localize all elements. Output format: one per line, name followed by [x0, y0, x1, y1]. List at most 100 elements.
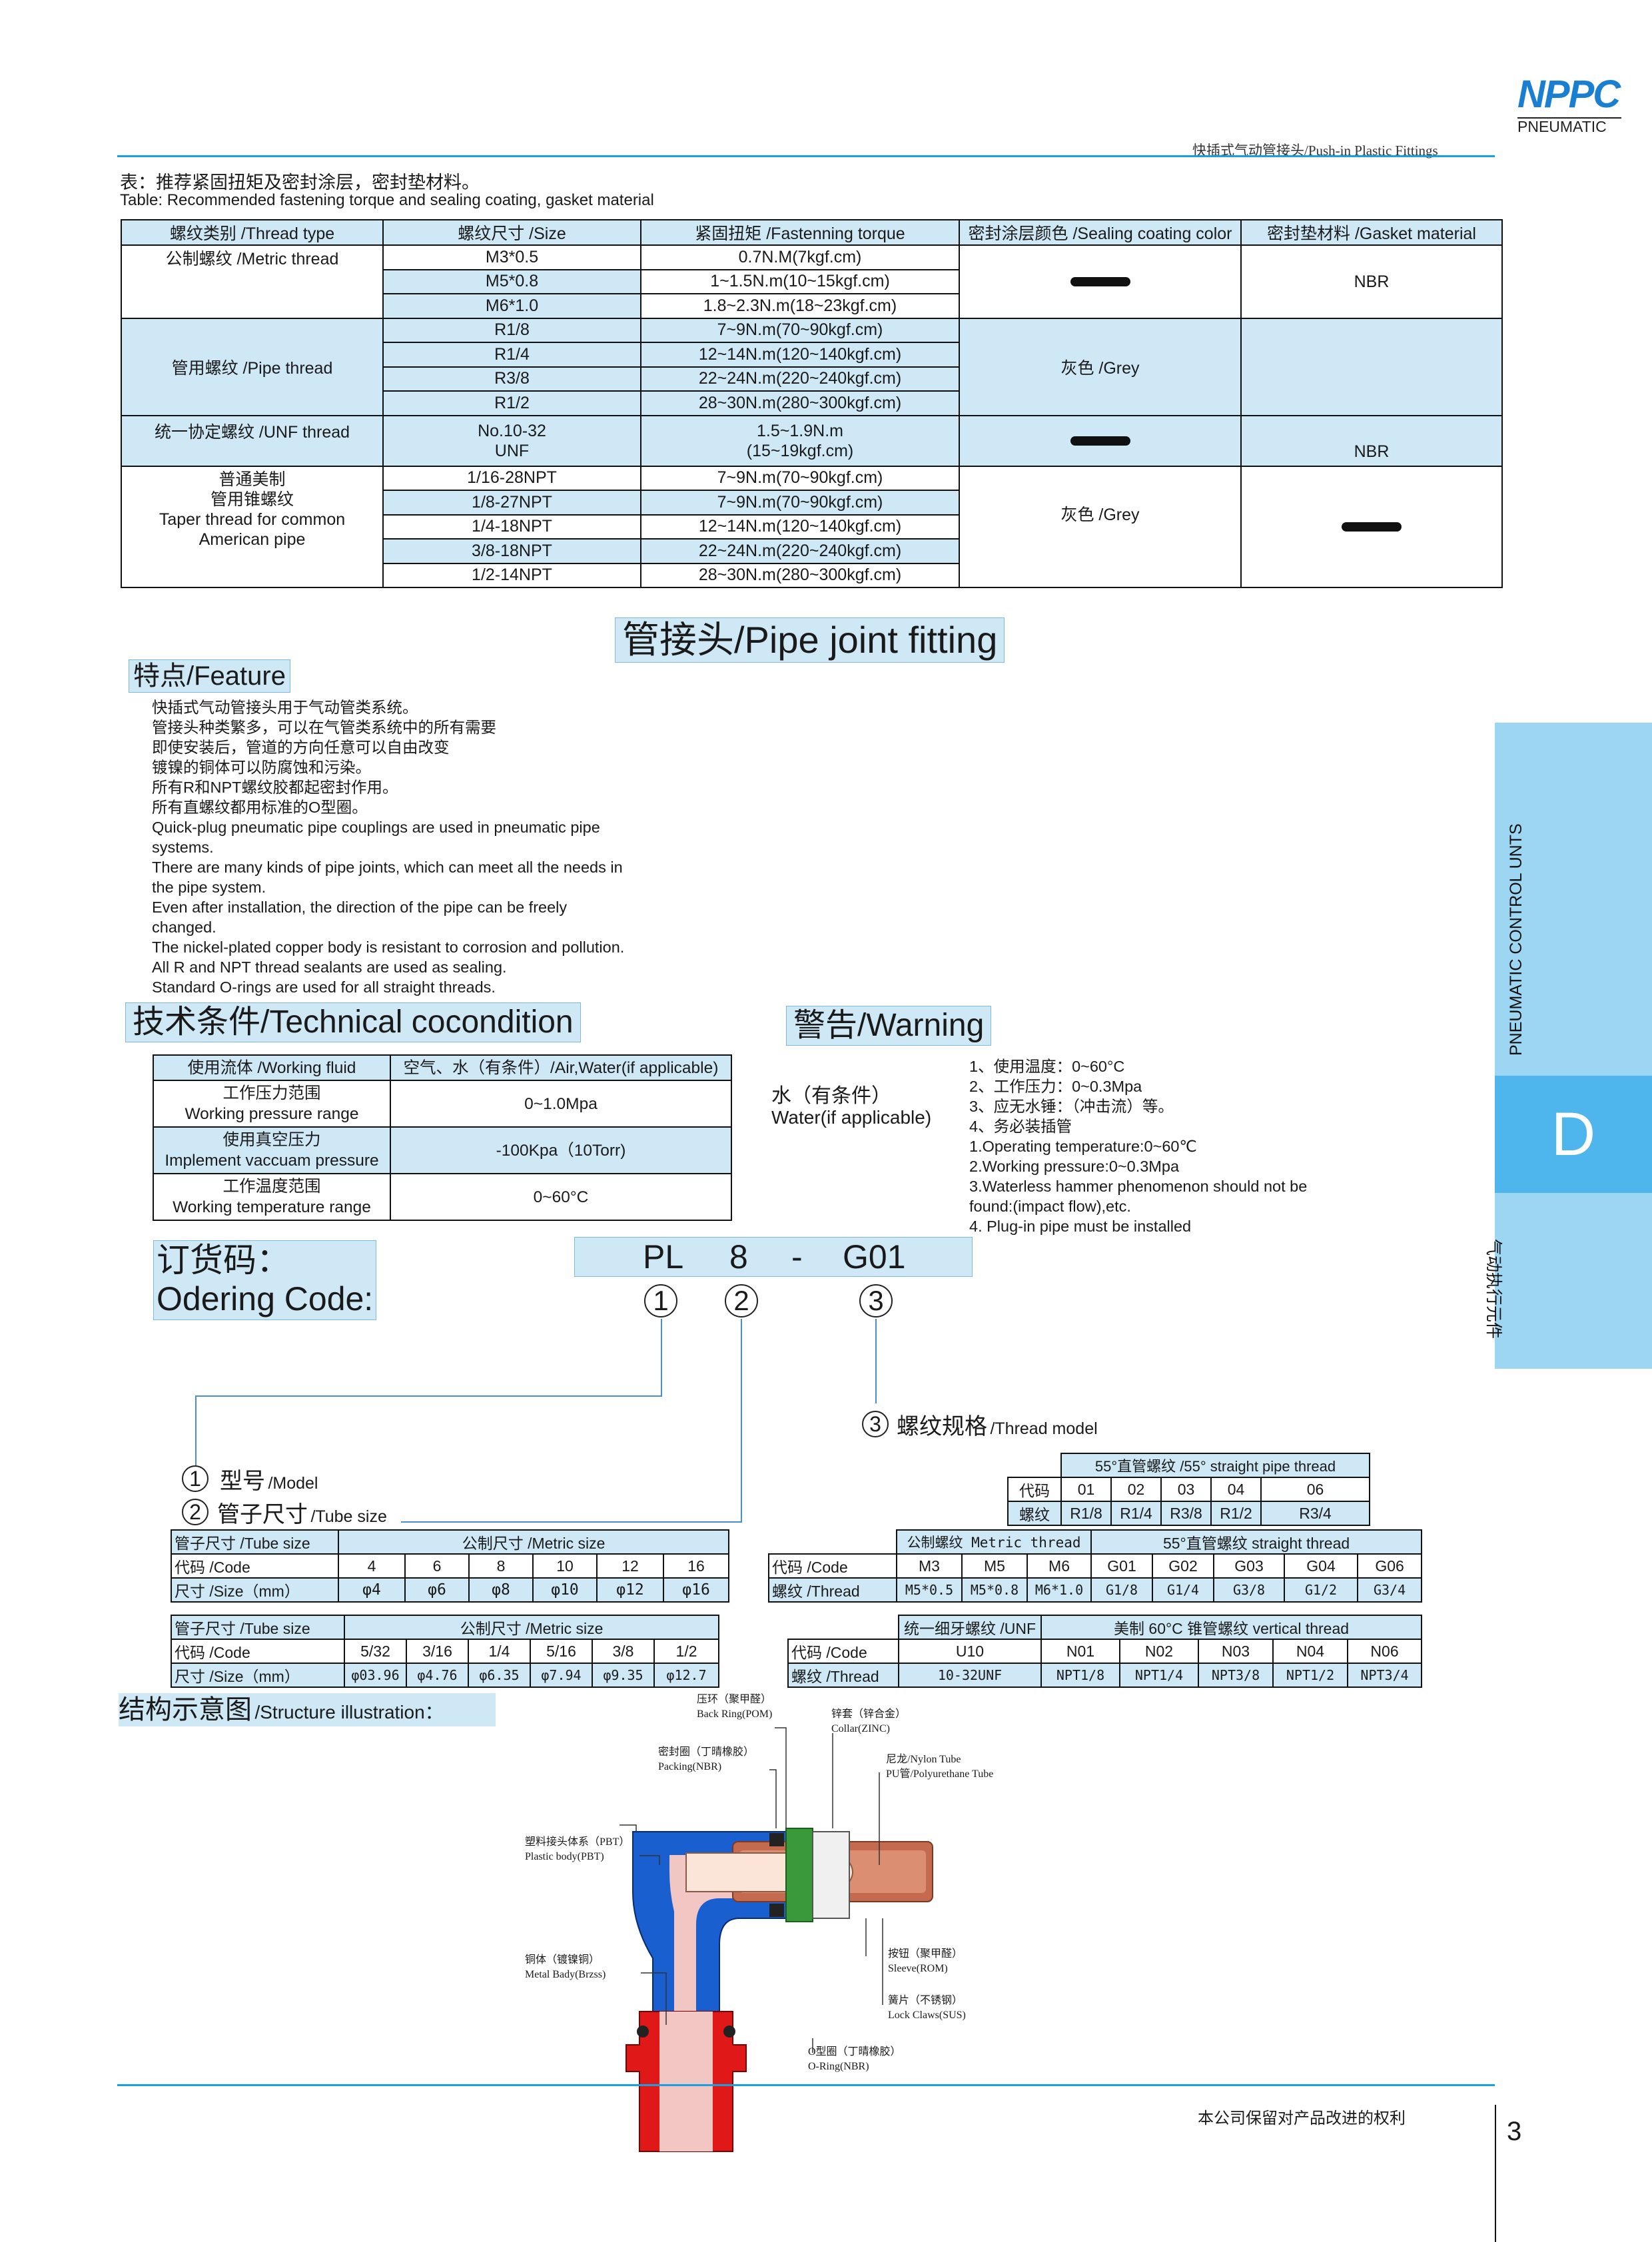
- table1-caption-en: Table: Recommended fastening torque and …: [120, 191, 654, 209]
- cell-size: M5*0.8: [382, 268, 641, 294]
- npt-type-1: 普通美制: [218, 470, 286, 489]
- footer-rule: [117, 2084, 1495, 2086]
- cell-torque: 7~9N.m(70~90kgf.cm): [640, 490, 960, 516]
- label-lock-claws-en: Lock Claws(SUS): [888, 2010, 966, 2021]
- thread-metric-h1: 公制螺纹 Metric thread: [895, 1529, 1092, 1555]
- thread55-code: 01: [1060, 1477, 1112, 1502]
- metric-type: 公制螺纹 /Metric thread: [121, 244, 384, 319]
- thread-spec: M6*1.0: [1026, 1577, 1092, 1603]
- cell-torque: 28~30N.m(280~300kgf.cm): [640, 562, 960, 588]
- tube-size-label: 管子尺寸 /Tube size: [217, 1496, 387, 1529]
- label-lock-claws: 簧片（不锈钢） Lock Claws(SUS): [888, 1994, 966, 2023]
- tube-code: 10: [532, 1553, 598, 1579]
- unf-torque-2: (15~19kgf.cm): [746, 441, 854, 460]
- tube-inch-table: 管子尺寸 /Tube size 公制尺寸 /Metric size 代码 /Co…: [171, 1615, 720, 1688]
- page-divider: [1495, 2105, 1496, 2242]
- thread-spec: M5*0.8: [961, 1577, 1028, 1603]
- label-plastic-body-cn: 塑料接头体系（PBT）: [525, 1836, 630, 1848]
- thread-spec: G3/4: [1357, 1577, 1423, 1603]
- model-label: 型号 /Model: [220, 1463, 318, 1495]
- page-title: 管接头/Pipe joint fitting: [615, 617, 1005, 663]
- thread55-code: 02: [1110, 1477, 1162, 1502]
- logo-text: NPPC: [1517, 73, 1621, 116]
- blank-cell: [769, 1530, 897, 1555]
- cell-size: 1/16-28NPT: [382, 465, 641, 491]
- table1-caption-cn: 表：推荐紧固扭矩及密封涂层，密封垫材料。: [120, 173, 480, 192]
- order-heading-cn: 订货码：: [157, 1242, 290, 1279]
- cell-torque: 0.7N.M(7kgf.cm): [640, 244, 960, 270]
- warning-heading: 警告/Warning: [786, 1006, 992, 1046]
- thread55-title: 55°直管螺纹 /55° straight pipe thread: [1060, 1453, 1371, 1478]
- model-cn: 型号: [220, 1469, 265, 1494]
- tube-size: φ8: [468, 1577, 534, 1603]
- thread-model-cn: 螺纹规格: [897, 1414, 987, 1439]
- thread55-thread: R1/4: [1110, 1501, 1162, 1526]
- thread-spec: NPT1/2: [1272, 1663, 1348, 1688]
- tech-key-en: Working temperature range: [173, 1198, 371, 1216]
- label-sleeve-en: Sleeve(ROM): [888, 1963, 948, 1974]
- warning-line: 2、工作压力：0~0.3Mpa: [969, 1078, 1142, 1095]
- warning-water-cn: 水（有条件）: [771, 1085, 891, 1107]
- unf-size-2: UNF: [494, 441, 530, 460]
- tube-size: φ4: [338, 1577, 406, 1603]
- label-packing: 密封圈（丁晴橡胶） Packing(NBR): [658, 1745, 754, 1774]
- thread-code: G06: [1357, 1553, 1423, 1579]
- thread-metric-thread-label: 螺纹 /Thread: [768, 1577, 897, 1603]
- tube-size: φ03.96: [344, 1663, 407, 1688]
- unf-gasket: NBR: [1240, 414, 1503, 467]
- npt-type: 普通美制 管用锥螺纹 Taper thread for common Ameri…: [121, 465, 384, 588]
- thread-unf-table: 统一细牙螺纹 /UNF 美制 60°C 锥管螺纹 vertical thread…: [787, 1615, 1423, 1688]
- npt-color: 灰色 /Grey: [959, 465, 1242, 588]
- unf-torque-1: 1.5~1.9N.m: [757, 421, 843, 440]
- warning-list: 1、使用温度：0~60°C 2、工作压力：0~0.3Mpa 3、应无水锤：（冲击…: [969, 1056, 1307, 1236]
- thread-unf-thread-label: 螺纹 /Thread: [787, 1663, 899, 1688]
- label-back-ring-en: Back Ring(POM): [697, 1708, 773, 1720]
- logo-subtitle: PNEUMATIC: [1517, 118, 1607, 135]
- thread-code: N02: [1119, 1639, 1199, 1664]
- tube-code: 8: [468, 1553, 534, 1579]
- thread-code: N06: [1346, 1639, 1423, 1664]
- metric-gasket: NBR: [1240, 244, 1503, 319]
- thread-spec: G3/8: [1213, 1577, 1286, 1603]
- label-tube-en: PU管/Polyurethane Tube: [886, 1768, 994, 1780]
- warning-line: 4. Plug-in pipe must be installed: [969, 1218, 1192, 1235]
- thread-spec: G1/2: [1284, 1577, 1359, 1603]
- th-torque: 紧固扭矩 /Fastenning torque: [640, 219, 960, 246]
- thread-code: G03: [1213, 1553, 1286, 1579]
- thread-code: N03: [1198, 1639, 1274, 1664]
- footer-note: 本公司保留对产品改进的权利: [1198, 2110, 1406, 2127]
- cell-torque: 12~14N.m(120~140kgf.cm): [640, 514, 960, 540]
- tube-size-en: /Tube size: [310, 1507, 387, 1526]
- label-o-ring-cn: O型圈（丁晴橡胶）: [808, 2046, 901, 2057]
- label-metal-body: 铜体（镀镍铜） Metal Bady(Brzss): [525, 1953, 606, 1982]
- thread-code: G01: [1090, 1553, 1154, 1579]
- cell-size: M3*0.5: [382, 244, 641, 270]
- tech-value: 0~60°C: [390, 1173, 732, 1221]
- tube-size: φ12: [596, 1577, 664, 1603]
- tech-value: -100Kpa（10Torr): [390, 1126, 732, 1174]
- tech-table: 使用流体 /Working fluid 空气、水（有条件）/Air,Water(…: [153, 1054, 732, 1221]
- tube-size: φ12.7: [653, 1663, 720, 1688]
- cell-size: 1/4-18NPT: [382, 514, 641, 540]
- tube-inch-code-label: 代码 /Code: [171, 1639, 345, 1664]
- label-callout-3: 3: [862, 1411, 889, 1437]
- tube-code: 6: [404, 1553, 470, 1579]
- feature-text: 快插式气动管接头用于气动管类系统。 管接头种类繁多，可以在气管类系统中的所有需要…: [152, 699, 625, 996]
- tube-code: 1/4: [468, 1639, 531, 1664]
- pipe-gasket: [1240, 317, 1503, 416]
- npt-type-3: Taper thread for common: [159, 510, 346, 529]
- label-o-ring: O型圈（丁晴橡胶） O-Ring(NBR): [808, 2045, 901, 2074]
- order-heading-en: Odering Code:: [157, 1280, 374, 1317]
- tube-code: 12: [596, 1553, 664, 1579]
- thread-code: N04: [1272, 1639, 1348, 1664]
- cell-torque: 22~24N.m(220~240kgf.cm): [640, 538, 960, 564]
- tube-metric-h1: 管子尺寸 /Tube size: [171, 1529, 339, 1555]
- tube-code: 3/16: [406, 1639, 469, 1664]
- thread-spec: NPT1/4: [1119, 1663, 1199, 1688]
- thread55-code: 03: [1160, 1477, 1212, 1502]
- tube-size: φ9.35: [592, 1663, 655, 1688]
- warning-line: 4、务必装插管: [969, 1118, 1072, 1135]
- npt-type-4: American pipe: [199, 530, 306, 549]
- code-dash: -: [791, 1238, 803, 1276]
